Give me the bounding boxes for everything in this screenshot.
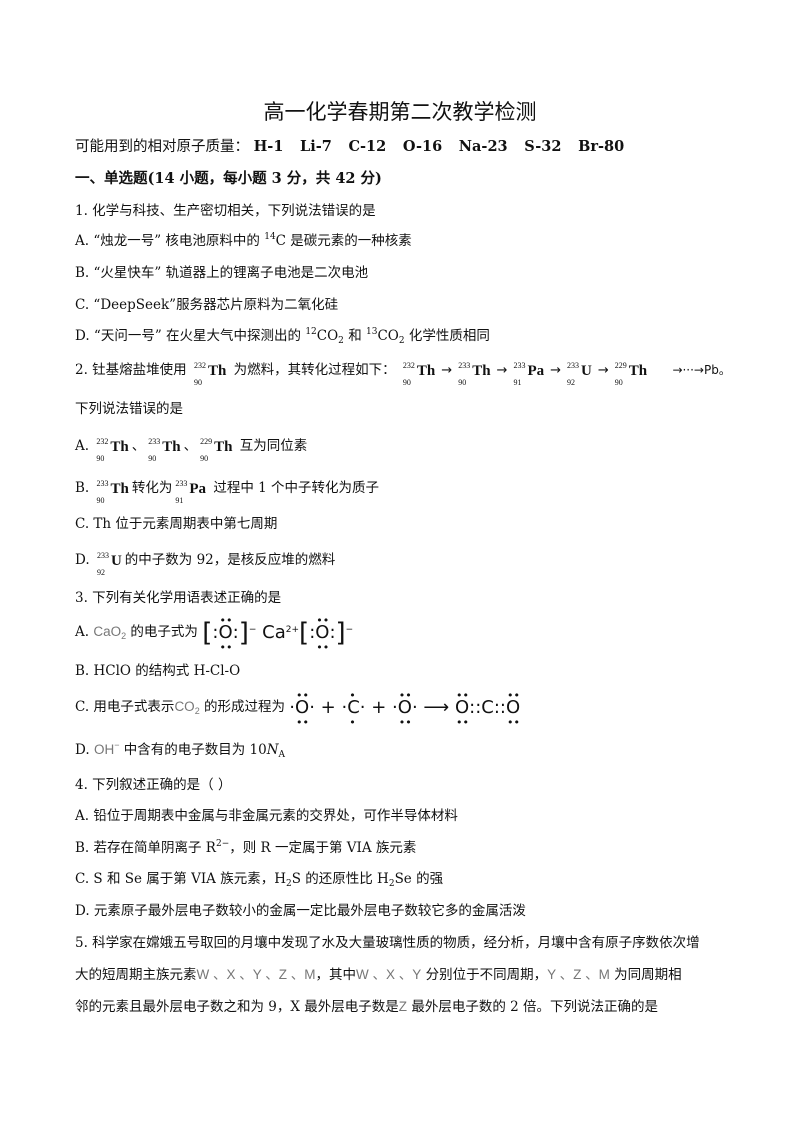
q4-stem: 4. 下列叙述正确的是（ ） — [75, 777, 232, 793]
q3-option-b: B. HClO 的结构式 H-Cl-O — [75, 663, 241, 679]
section-heading: 一、单选题(14 小题，每小题 3 分，共 42 分) — [75, 170, 382, 187]
formula-co2: CO2 — [174, 699, 200, 716]
q1-stem: 1. 化学与科技、生产密切相关，下列说法错误的是 — [75, 203, 376, 219]
lewis-structure-cao2: [:••O••:]− Ca2+[:••O••:]− — [202, 613, 354, 654]
q5-line2: 大的短周期主族元素W 、X 、Y 、Z 、M，其中W 、X 、Y 分别位于不同周… — [75, 967, 682, 983]
q3-option-d: D. OH− 中含有的电子数目为 10NA — [75, 740, 286, 760]
atomic-mass-o: O-16 — [402, 138, 443, 155]
q1-option-b: B. “火星快车” 轨道器上的锂离子电池是二次电池 — [75, 265, 369, 281]
atomic-mass-br: Br-80 — [578, 138, 625, 155]
atomic-mass-line: 可能用到的相对原子质量： H-1 Li-7 C-12 O-16 Na-23 S-… — [75, 138, 624, 156]
arrow-icon: → — [496, 363, 508, 378]
q2-stem-line2: 下列说法错误的是 — [75, 401, 183, 417]
atomic-mass-li: Li-7 — [300, 138, 332, 155]
lewis-formation-co2: ·••O••· + ·•C•· + ·••O••· ⟶ ••O••::C::••… — [289, 688, 521, 729]
q1-option-a: A. “烛龙一号” 核电池原料中的 14C 是碳元素的一种核素 — [75, 232, 412, 250]
arrow-icon: → — [550, 363, 562, 378]
q3-stem: 3. 下列有关化学用语表述正确的是 — [75, 590, 282, 606]
arrow-icon: → — [441, 363, 453, 378]
q4-option-c: C. S 和 Se 属于第 VIA 族元素，H2S 的还原性比 H2Se 的强 — [75, 871, 444, 889]
q1-option-d: D. “天问一号” 在火星大气中探测出的 12CO2 和 13CO2 化学性质相… — [75, 327, 490, 346]
arrow-icon: ⟶ — [423, 696, 450, 718]
formula-cao2: CaO2 — [93, 624, 127, 641]
q5-line3: 邻的元素且最外层电子数之和为 9，X 最外层电子数是Z 最外层电子数的 2 倍。… — [75, 999, 659, 1015]
atomic-mass-na: Na-23 — [458, 138, 508, 155]
q3-option-a: A. CaO2 的电子式为 [:••O••:]− Ca2+[:••O••:]− — [75, 613, 354, 654]
arrow-icon: → — [597, 363, 609, 378]
q4-option-a: A. 铅位于周期表中金属与非金属元素的交界处，可作半导体材料 — [75, 808, 458, 824]
atomic-mass-s: S-32 — [524, 138, 562, 155]
formula-oh: OH− — [93, 740, 120, 758]
q1-option-c: C. “DeepSeek”服务器芯片原料为二氧化硅 — [75, 297, 339, 313]
atomic-mass-c: C-12 — [348, 138, 387, 155]
q4-option-b: B. 若存在简单阴离子 R2−，则 R 一定属于第 VIA 族元素 — [75, 839, 417, 857]
page-title: 高一化学春期第二次教学检测 — [263, 100, 537, 124]
q2-option-c: C. Th 位于元素周期表中第七周期 — [75, 516, 278, 532]
q5-line1: 5. 科学家在嫦娥五号取回的月壤中发现了水及大量玻璃性质的物质，经分析，月壤中含… — [75, 935, 700, 951]
q4-option-d: D. 元素原子最外层电子数较小的金属一定比最外层电子数较它多的金属活泼 — [75, 903, 526, 919]
atomic-mass-h: H-1 — [253, 138, 284, 155]
atomic-mass-label: 可能用到的相对原子质量： — [75, 139, 249, 155]
q3-option-c: C. 用电子式表示CO2 的形成过程为 ·••O••· + ·•C•· + ·•… — [75, 688, 521, 729]
